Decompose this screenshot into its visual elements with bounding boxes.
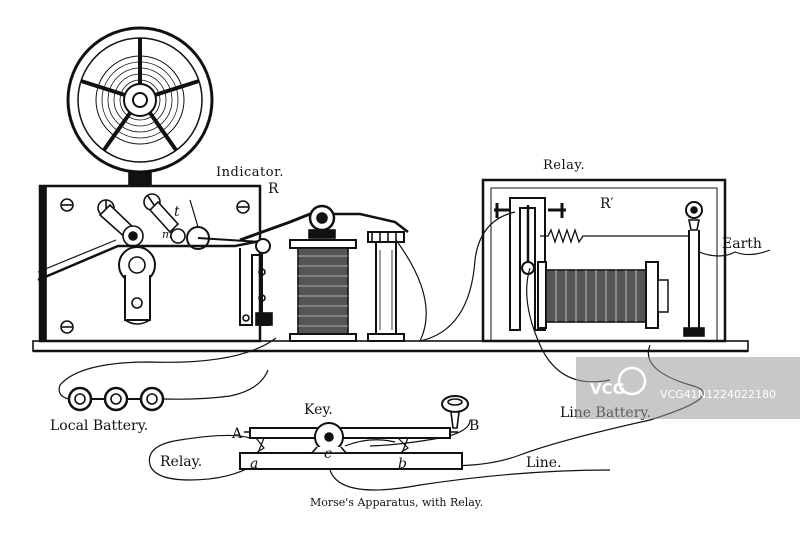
label-key: Key. [304,402,333,418]
label-a-lower: a [250,456,258,472]
indicator-electromagnet [289,239,357,342]
label-a-upper: A [231,426,243,442]
label-r: R [268,181,279,197]
label-relay-bottom: Relay. [160,454,202,470]
watermark-logo-icon [617,366,647,396]
base-board [32,340,749,352]
watermark-logo-text: VCG [590,380,625,398]
paper-reel [66,26,214,174]
indicator-spring-post [367,231,405,342]
label-r-prime: R′ [600,196,614,212]
label-c-lower: c [324,446,332,462]
circuit-wires [58,211,771,491]
label-indicator: Indicator. [216,165,284,180]
label-relay-top: Relay. [543,158,585,173]
reel-stand [128,171,152,187]
local-battery-cells [67,386,165,412]
label-t: t [174,204,180,220]
relay-box [481,178,727,343]
figure-caption: Morse's Apparatus, with Relay. [310,496,483,509]
watermark: VCG VCG41N1224022180 [576,357,800,419]
armature-lever [239,204,409,326]
label-earth: Earth [722,236,762,252]
label-local-battery: Local Battery. [50,418,148,434]
label-b-upper: B [469,418,479,434]
label-line: Line. [526,455,562,471]
telegraph-key [239,395,469,470]
indicator-box [37,184,266,343]
label-b-lower: b [398,456,407,472]
watermark-id: VCG41N1224022180 [660,388,776,401]
label-m: m [162,228,172,241]
